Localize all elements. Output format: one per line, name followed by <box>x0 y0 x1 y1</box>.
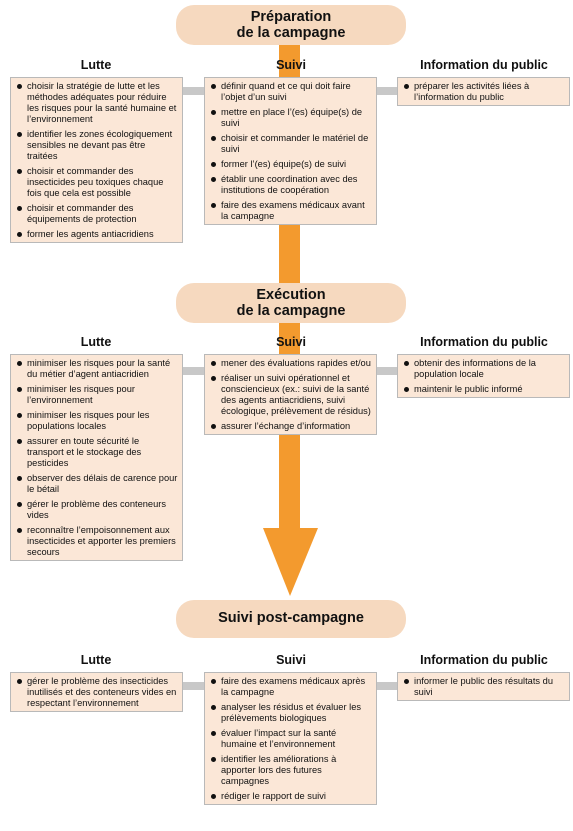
stage-title-line: de la campagne <box>236 25 346 41</box>
bullet-icon <box>211 84 216 89</box>
list-item: évaluer l’impact sur la santé humaine et… <box>210 728 372 750</box>
list-item: définir quand et ce qui doit faire l’obj… <box>210 81 372 103</box>
bullet-icon <box>211 705 216 710</box>
bullet-icon <box>17 413 22 418</box>
column-header-lutte: Lutte <box>80 58 112 72</box>
connector <box>376 367 398 375</box>
box-lutte-preparation: choisir la stratégie de lutte et les mét… <box>10 77 183 243</box>
stage-title-execution: Exécution de la campagne <box>176 283 406 323</box>
box-information-post-campagne: informer le public des résultats du suiv… <box>397 672 570 701</box>
box-suivi-execution: mener des évaluations rapides et/ou réal… <box>204 354 377 435</box>
connector <box>183 367 205 375</box>
bullet-icon <box>404 387 409 392</box>
bullet-icon <box>211 424 216 429</box>
list-item: gérer le problème des insecticides inuti… <box>16 676 178 709</box>
column-header-information: Information du public <box>420 335 548 349</box>
bullet-icon <box>211 731 216 736</box>
box-lutte-execution: minimiser les risques pour la santé du m… <box>10 354 183 561</box>
list-item: obtenir des informations de la populatio… <box>403 358 565 380</box>
list-item: choisir et commander des équipements de … <box>16 203 178 225</box>
connector <box>376 87 398 95</box>
bullet-icon <box>404 679 409 684</box>
list-item: préparer les activités liées à l’informa… <box>403 81 565 103</box>
list-item: identifier les zones écologiquement sens… <box>16 129 178 162</box>
column-header-information: Information du public <box>420 58 548 72</box>
column-header-suivi: Suivi <box>276 58 306 72</box>
list-item: choisir et commander le matériel de suiv… <box>210 133 372 155</box>
list-item: identifier les améliorations à apporter … <box>210 754 372 787</box>
stage-title-preparation: Préparation de la campagne <box>176 5 406 45</box>
list-item: observer des délais de carence pour le b… <box>16 473 178 495</box>
bullet-icon <box>404 361 409 366</box>
bullet-icon <box>17 528 22 533</box>
bullet-icon <box>211 136 216 141</box>
stage-title-line: Exécution <box>256 287 326 303</box>
list-item: minimiser les risques pour les populatio… <box>16 410 178 432</box>
list-item: réaliser un suivi opérationnel et consci… <box>210 373 372 417</box>
bullet-icon <box>17 206 22 211</box>
list-item: analyser les résidus et évaluer les prél… <box>210 702 372 724</box>
stage-title-line: de la campagne <box>236 303 346 319</box>
box-information-preparation: préparer les activités liées à l’informa… <box>397 77 570 106</box>
bullet-icon <box>211 203 216 208</box>
list-item: choisir la stratégie de lutte et les mét… <box>16 81 178 125</box>
bullet-icon <box>17 439 22 444</box>
bullet-icon <box>211 162 216 167</box>
list-item: reconnaître l’empoisonnement aux insecti… <box>16 525 178 558</box>
list-item: minimiser les risques pour la santé du m… <box>16 358 178 380</box>
bullet-icon <box>17 476 22 481</box>
bullet-icon <box>404 84 409 89</box>
list-item: former les agents antiacridiens <box>16 229 178 240</box>
column-header-lutte: Lutte <box>80 653 112 667</box>
list-item: minimiser les risques pour l’environneme… <box>16 384 178 406</box>
box-information-execution: obtenir des informations de la populatio… <box>397 354 570 398</box>
bullet-icon <box>17 169 22 174</box>
column-header-suivi: Suivi <box>276 653 306 667</box>
list-item: mener des évaluations rapides et/ou <box>210 358 372 369</box>
list-item: mettre en place l’(es) équipe(s) de suiv… <box>210 107 372 129</box>
list-item: informer le public des résultats du suiv… <box>403 676 565 698</box>
bullet-icon <box>17 387 22 392</box>
connector <box>376 682 398 690</box>
stage-title-post-campagne: Suivi post-campagne <box>176 600 406 638</box>
bullet-icon <box>211 376 216 381</box>
bullet-icon <box>211 757 216 762</box>
list-item: établir une coordination avec des instit… <box>210 174 372 196</box>
list-item: assurer l’échange d’information <box>210 421 372 432</box>
list-item: faire des examens médicaux après la camp… <box>210 676 372 698</box>
list-item: rédiger le rapport de suivi <box>210 791 372 802</box>
bullet-icon <box>211 361 216 366</box>
connector <box>183 682 205 690</box>
list-item: choisir et commander des insecticides pe… <box>16 166 178 199</box>
list-item: former l’(es) équipe(s) de suivi <box>210 159 372 170</box>
bullet-icon <box>211 679 216 684</box>
list-item: assurer en toute sécurité le transport e… <box>16 436 178 469</box>
bullet-icon <box>17 679 22 684</box>
bullet-icon <box>17 132 22 137</box>
column-header-information: Information du public <box>420 653 548 667</box>
flow-arrow-head <box>263 528 318 596</box>
bullet-icon <box>17 232 22 237</box>
list-item: maintenir le public informé <box>403 384 565 395</box>
box-lutte-post-campagne: gérer le problème des insecticides inuti… <box>10 672 183 712</box>
box-suivi-post-campagne: faire des examens médicaux après la camp… <box>204 672 377 805</box>
list-item: gérer le problème des conteneurs vides <box>16 499 178 521</box>
bullet-icon <box>17 361 22 366</box>
bullet-icon <box>17 84 22 89</box>
column-header-lutte: Lutte <box>80 335 112 349</box>
stage-title-line: Suivi post-campagne <box>218 610 364 626</box>
list-item: faire des examens médicaux avant la camp… <box>210 200 372 222</box>
bullet-icon <box>211 794 216 799</box>
bullet-icon <box>17 502 22 507</box>
column-header-suivi: Suivi <box>276 335 306 349</box>
bullet-icon <box>211 177 216 182</box>
box-suivi-preparation: définir quand et ce qui doit faire l’obj… <box>204 77 377 225</box>
stage-title-line: Préparation <box>250 9 332 25</box>
connector <box>183 87 205 95</box>
bullet-icon <box>211 110 216 115</box>
